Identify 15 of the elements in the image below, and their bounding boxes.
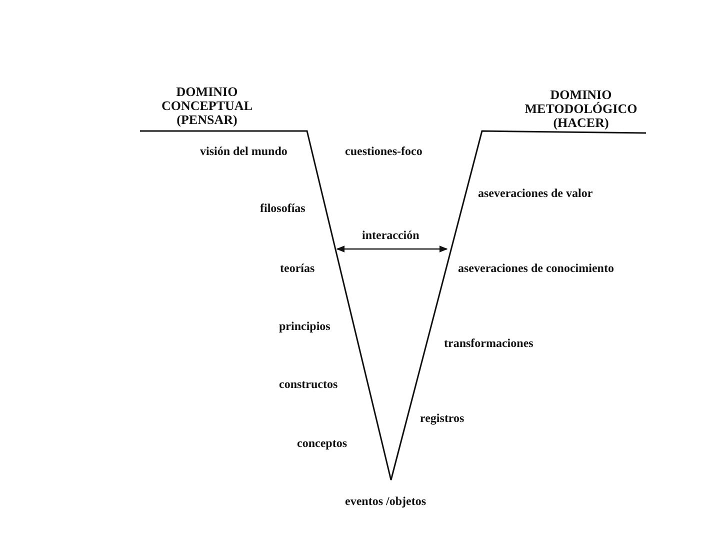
v-label: aseveraciones de conocimiento xyxy=(458,261,614,275)
domain-heading: DOMINIO METODOLÓGICO (HACER) xyxy=(524,88,638,130)
v-label: aseveraciones de valor xyxy=(478,186,593,200)
v-label: filosofías xyxy=(260,201,306,215)
v-label: visión del mundo xyxy=(200,144,288,158)
domain-heading: DOMINIO CONCEPTUAL (PENSAR) xyxy=(160,85,254,127)
v-label: conceptos xyxy=(297,436,347,450)
v-label: interacción xyxy=(362,228,420,242)
v-label: teorías xyxy=(280,261,315,275)
v-label: transformaciones xyxy=(444,336,534,350)
v-label: cuestiones-foco xyxy=(345,144,422,158)
v-label: registros xyxy=(420,411,464,425)
v-label: principios xyxy=(279,319,330,333)
v-label: eventos /objetos xyxy=(345,494,426,508)
v-label: constructos xyxy=(279,377,338,391)
